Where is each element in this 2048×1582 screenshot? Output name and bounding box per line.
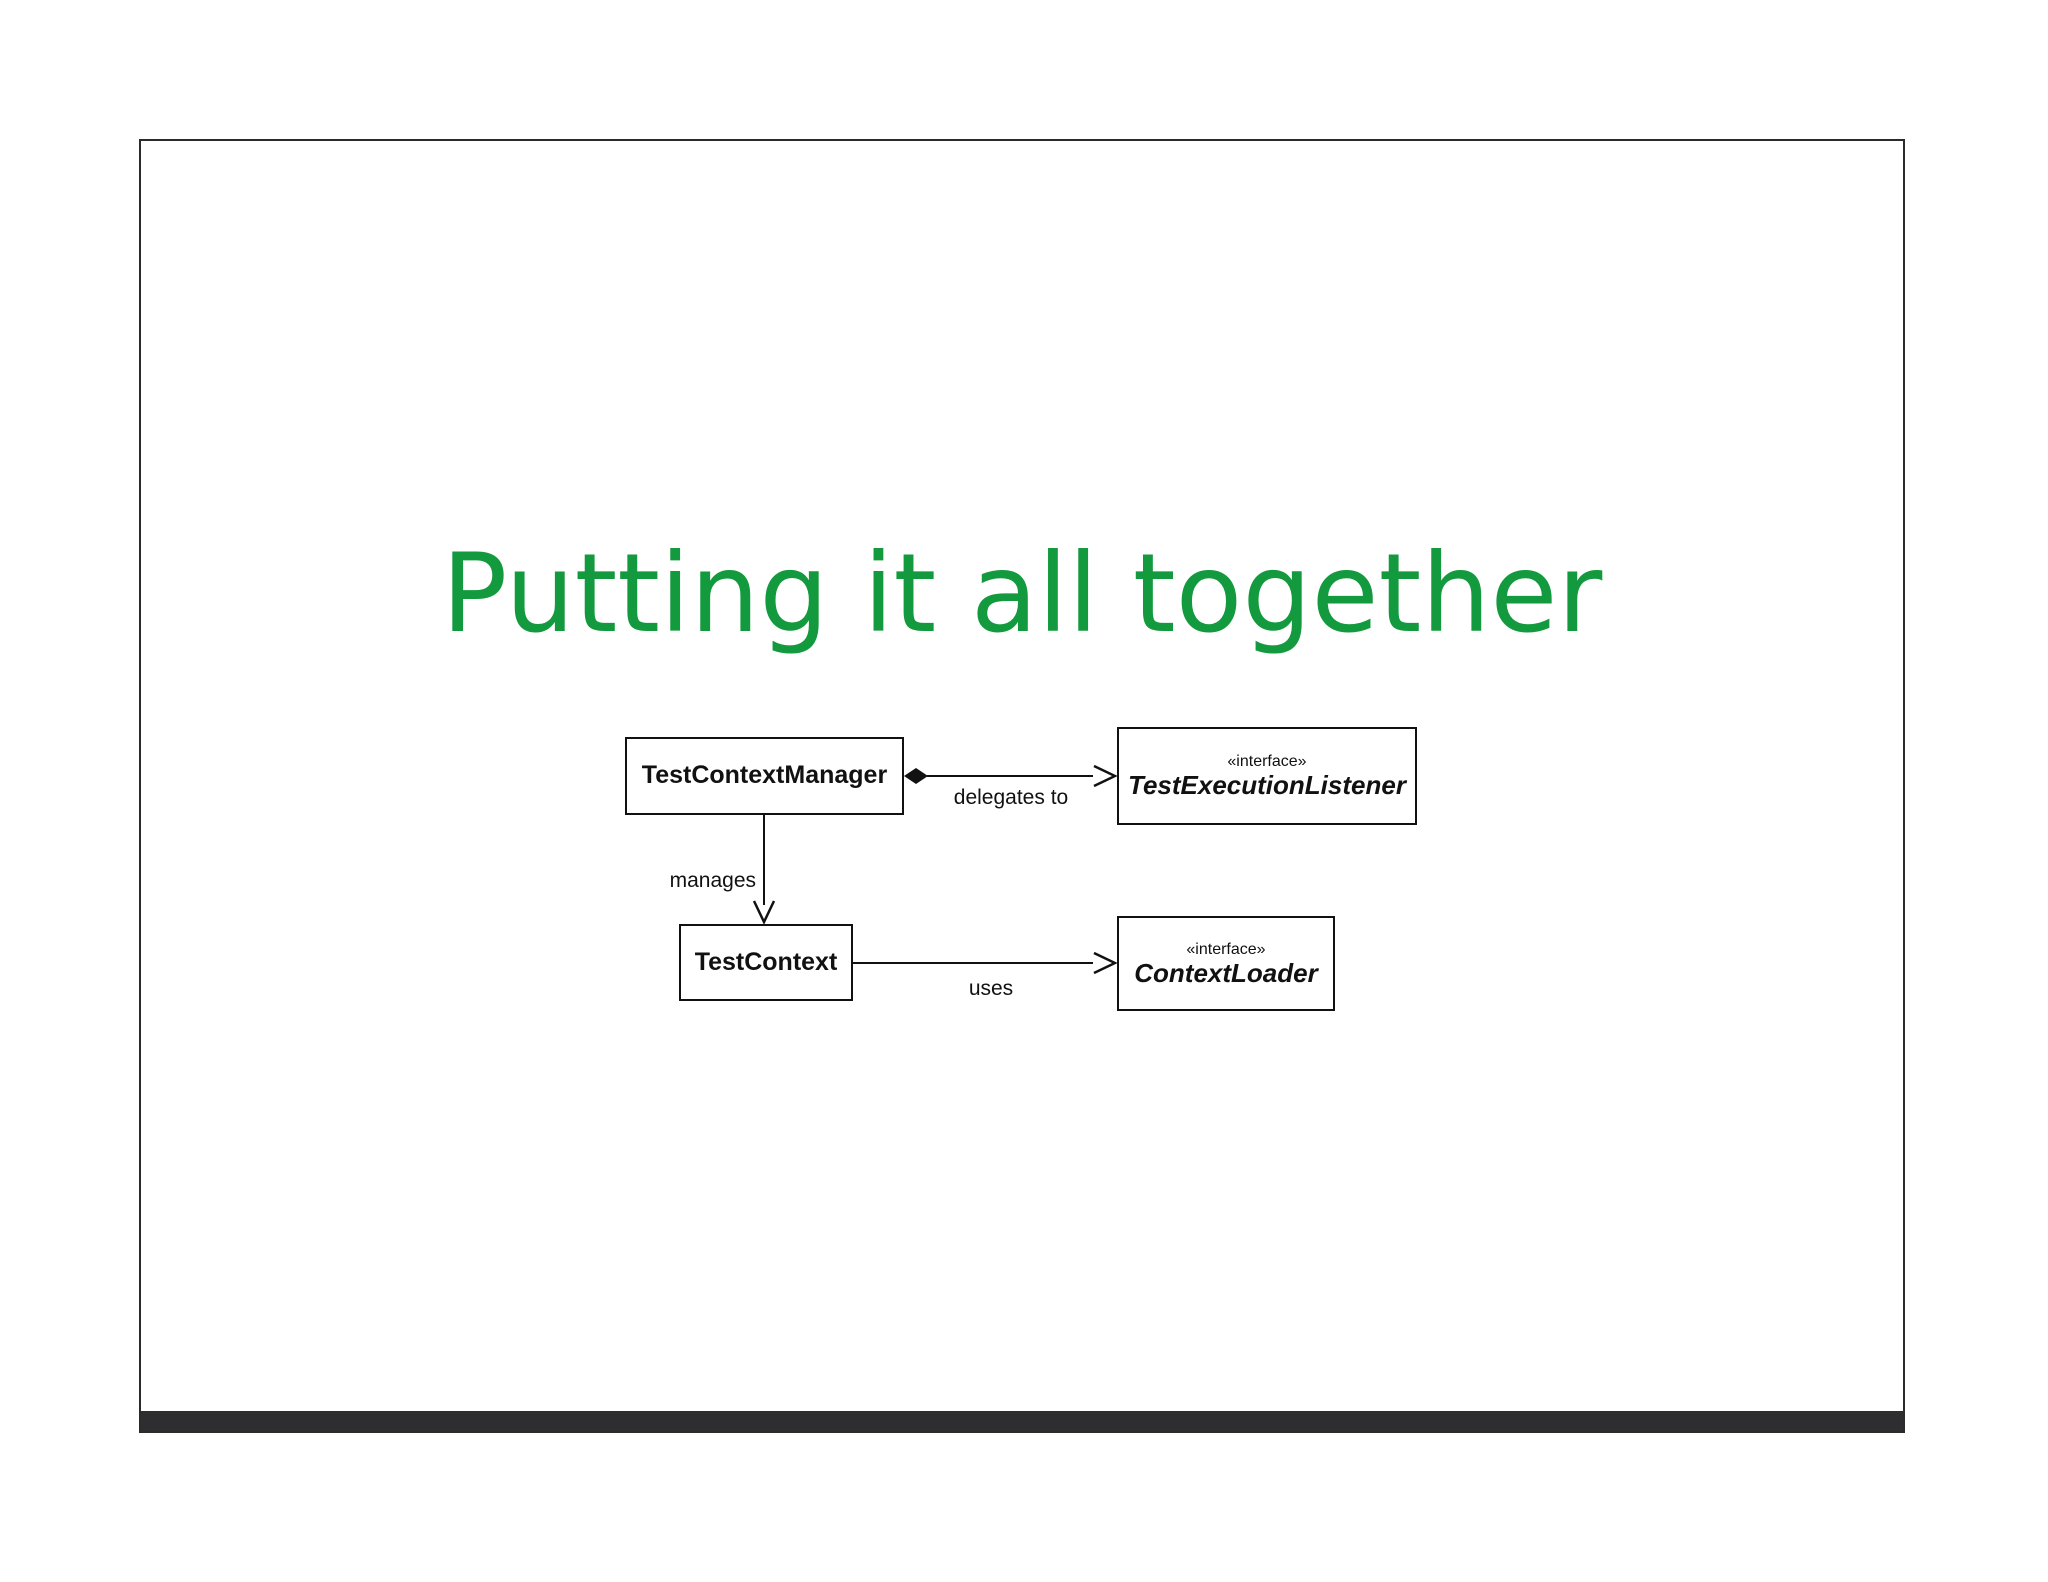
association-line-manages	[763, 815, 765, 905]
class-name-label: TestContext	[694, 947, 838, 976]
uml-diagram: TestContextManager «interface» TestExecu…	[141, 141, 1903, 1431]
interface-box-contextloader: «interface» ContextLoader	[1117, 916, 1335, 1011]
class-box-testcontextmanager: TestContextManager	[625, 737, 904, 815]
slide-footer-bar	[141, 1411, 1903, 1431]
interface-box-testexecutionlistener: «interface» TestExecutionListener	[1117, 727, 1417, 825]
arrowhead-icon	[1093, 764, 1117, 788]
relation-label-uses: uses	[968, 977, 1014, 1000]
page-title: Putting it all together	[441, 530, 1603, 657]
relation-label-manages: manages	[669, 869, 756, 892]
interface-name-label: ContextLoader	[1134, 957, 1318, 988]
stereotype-label: «interface»	[1227, 753, 1307, 771]
arrowhead-icon	[752, 900, 776, 924]
stereotype-label: «interface»	[1186, 940, 1266, 958]
slide: Putting it all together TestContextManag…	[139, 139, 1905, 1433]
arrowhead-icon	[1093, 951, 1117, 975]
association-line-delegates	[927, 775, 1093, 777]
class-name-label: TestContextManager	[641, 761, 888, 790]
class-box-testcontext: TestContext	[679, 924, 853, 1001]
aggregation-diamond-icon	[904, 768, 928, 784]
relation-label-delegates-to: delegates to	[953, 786, 1069, 809]
association-line-uses	[853, 962, 1093, 964]
interface-name-label: TestExecutionListener	[1128, 770, 1406, 801]
